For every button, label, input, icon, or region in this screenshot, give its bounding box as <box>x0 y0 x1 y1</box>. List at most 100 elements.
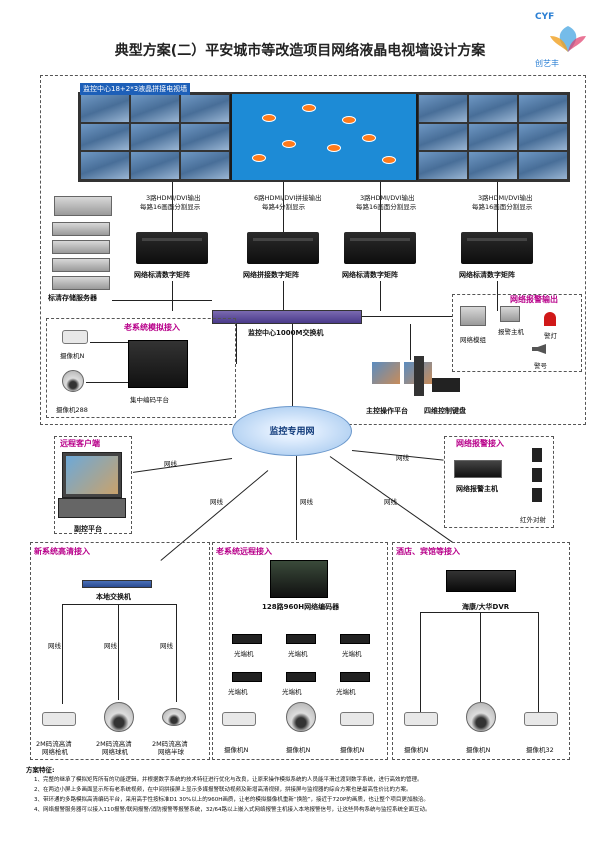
splice-screen <box>232 94 416 180</box>
output-label-1: 3路HDMI/DVI输出 <box>146 194 201 202</box>
hd-dome-camera-icon <box>162 708 186 726</box>
old-remote-frame <box>212 542 388 760</box>
alarm-light-icon <box>544 312 556 326</box>
alarm-output-title: 网络报警输出 <box>510 295 558 304</box>
matrix-line-3 <box>380 281 381 311</box>
wall-screen <box>130 94 180 123</box>
hd-cam1-label: 2M码流高清 <box>36 740 72 748</box>
cloud-oldremote-line <box>296 456 297 540</box>
newhd-line-2 <box>118 604 119 700</box>
analog-ptz-icon <box>62 370 84 392</box>
encoding-platform <box>128 340 188 388</box>
fish-icon <box>252 154 266 162</box>
old-analog-frame <box>46 318 236 418</box>
wire-label-1: 网线 <box>48 642 61 650</box>
logo-icon <box>550 26 586 52</box>
newhd-bus <box>62 604 176 605</box>
control-monitor-icon <box>372 362 400 384</box>
logo: CYF <box>535 12 555 22</box>
analog-camera-icon <box>62 330 88 344</box>
logo-subtitle: 创艺丰 <box>535 59 559 68</box>
analog-line-2 <box>86 382 128 383</box>
output-line-1 <box>172 182 173 232</box>
feature-3: 3、带环通的多路模拟高清编码平台，采用高手性按标准D1 30%以上的960H画质… <box>34 797 429 803</box>
hd-cam1b-label: 网络枪机 <box>42 748 68 756</box>
wire-label-oldremote: 网线 <box>300 498 313 506</box>
output-label-3b: 每路16画面分割显示 <box>356 203 417 211</box>
remote-cam-label-3: 摄像机N <box>340 746 365 754</box>
matrix-label-1: 网络标清数字矩阵 <box>134 271 190 279</box>
wall-screen <box>180 122 230 152</box>
hotel-cam-label-3: 摄像机32 <box>526 746 554 754</box>
output-line-3 <box>380 182 381 232</box>
ir-sensor-icon-2 <box>532 468 542 482</box>
hotel-cam-label-1: 摄像机N <box>404 746 429 754</box>
core-switch <box>212 310 362 324</box>
private-network-cloud <box>232 406 352 456</box>
wall-screen <box>468 151 518 180</box>
remote-client-frame <box>54 436 132 534</box>
feature-1: 1、完整的继承了模拟矩阵所有的功能逻辑，并根据数字系统的技术特征进行优化与改良，… <box>34 777 423 783</box>
wire-label-alarm: 网线 <box>396 454 409 462</box>
fish-icon <box>262 114 276 122</box>
converter-icon-1 <box>232 634 262 644</box>
wire-label-3: 网线 <box>160 642 173 650</box>
converter-icon-2 <box>286 634 316 644</box>
hotel-camera-icon-3 <box>524 712 558 726</box>
wire-label-newhd: 网线 <box>210 498 223 506</box>
wire-label-hotel: 网线 <box>384 498 397 506</box>
hd-bullet-camera-icon <box>42 712 76 726</box>
network-encoder-label: 128路960H网络编码器 <box>262 603 340 611</box>
matrix-line-4 <box>497 281 498 311</box>
matrix-label-2: 网络拼接数字矩阵 <box>243 271 299 279</box>
hd-cam2-label: 2M码流高清 <box>96 740 132 748</box>
old-remote-title: 老系统远程接入 <box>216 547 272 556</box>
old-analog-title: 老系统模拟接入 <box>124 323 180 332</box>
wire-label-remote: 网线 <box>164 460 177 468</box>
control-platform-label: 主控操作平台 <box>366 407 408 415</box>
wall-screen <box>468 94 518 123</box>
remote-client-title: 远程客户端 <box>60 439 100 448</box>
wall-screen <box>80 94 130 123</box>
encoder-switch-line <box>236 324 237 364</box>
storage-server-2 <box>52 222 110 236</box>
dvr-icon <box>446 570 516 592</box>
matrix-line-2 <box>283 281 284 311</box>
wire-label-2: 网线 <box>104 642 117 650</box>
storage-label: 标清存储服务器 <box>48 294 97 302</box>
remote-cam-label-1: 摄像机N <box>224 746 249 754</box>
siren-label: 警号 <box>534 362 547 370</box>
output-line-4 <box>497 182 498 232</box>
storage-server-3 <box>52 240 110 254</box>
wall-label: 监控中心18+2*3液晶拼接电视墙 <box>80 83 191 95</box>
alarm-output-frame <box>452 294 582 372</box>
hd-cam2b-label: 网络球机 <box>102 748 128 756</box>
wall-screen <box>418 94 468 123</box>
local-switch-icon <box>82 580 152 588</box>
network-module-label: 网络模组 <box>460 336 486 344</box>
net-alarm-host-label: 网络报警主机 <box>456 485 498 493</box>
hotel-camera-icon-1 <box>404 712 438 726</box>
laptop-base <box>58 498 126 518</box>
wall-screen <box>418 122 468 152</box>
hotel-line-3 <box>538 612 539 712</box>
wall-screen <box>180 94 230 123</box>
matrix-line-1 <box>172 281 173 311</box>
converter-icon-3 <box>340 634 370 644</box>
network-module-icon <box>460 306 486 326</box>
analog-ptz-label: 摄像机288 <box>56 406 88 414</box>
output-label-1b: 每路16画面分割显示 <box>140 203 201 211</box>
output-label-4b: 每路16画面分割显示 <box>472 203 533 211</box>
output-label-2: 6路HDMI/DVI拼接输出 <box>254 194 322 202</box>
converter-label-4: 光端机 <box>228 688 248 696</box>
dvr-label: 海康/大华DVR <box>462 603 510 611</box>
converter-label-2: 光端机 <box>288 650 308 658</box>
alarm-host-icon <box>500 306 520 322</box>
converter-label-1: 光端机 <box>234 650 254 658</box>
net-alarm-host-icon <box>454 460 502 478</box>
net-alarm-title: 网络报警接入 <box>456 439 504 448</box>
core-switch-label: 监控中心1000M交换机 <box>248 329 324 337</box>
wall-screen <box>468 122 518 152</box>
switch-cloud-line <box>292 324 293 406</box>
hd-cam3b-label: 网络半球 <box>158 748 184 756</box>
